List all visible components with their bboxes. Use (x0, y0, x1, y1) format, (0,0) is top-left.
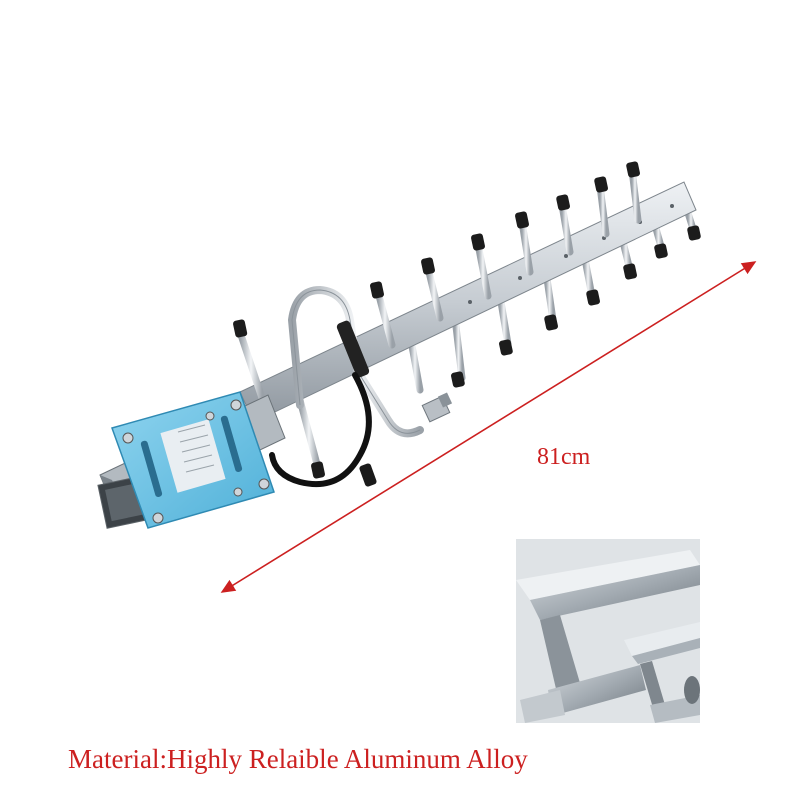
coax-connector (421, 392, 453, 423)
element-caps-lower (311, 225, 701, 479)
coax-cable (269, 372, 372, 488)
plate-label-sticker (160, 419, 226, 493)
element-caps-upper (233, 161, 640, 338)
blue-mounting-plate (111, 391, 275, 529)
aluminum-i-beam-inset (516, 539, 700, 723)
dimension-label: 81cm (537, 444, 591, 470)
yagi-antenna (97, 161, 701, 529)
element-rods-upper (236, 166, 642, 402)
material-caption: Material:Highly Relaible Aluminum Alloy (68, 744, 528, 774)
balun-sleeve (336, 320, 370, 378)
measurement-arrow (220, 261, 757, 593)
